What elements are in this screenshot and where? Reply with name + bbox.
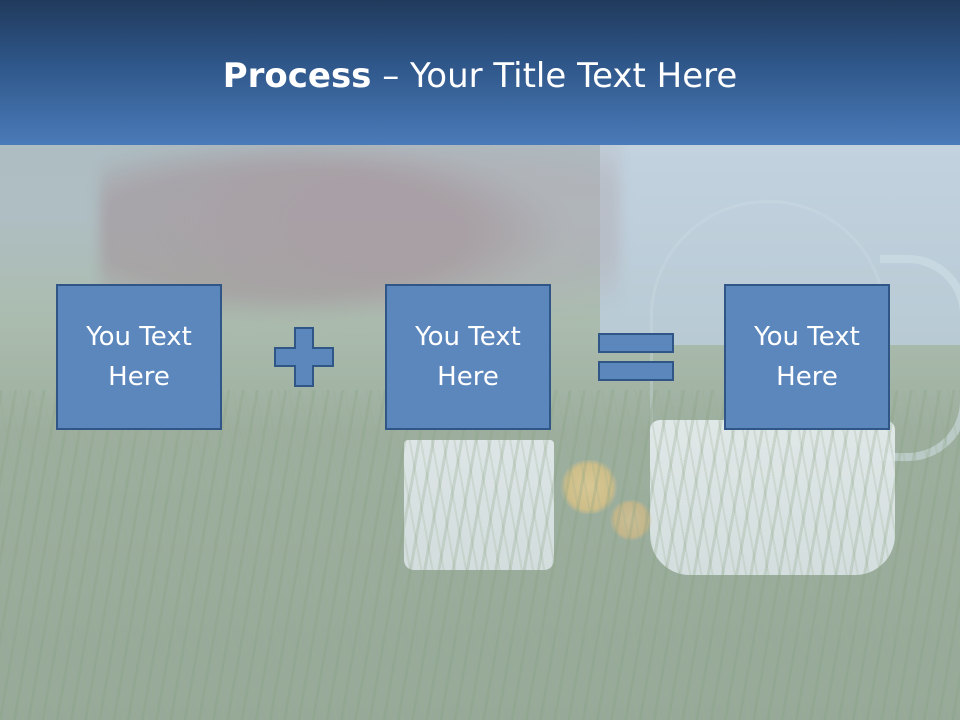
process-box-2[interactable]: You Text Here <box>385 284 551 430</box>
dandelion-flower <box>558 460 620 514</box>
process-box-line2: Here <box>437 362 499 392</box>
dandelion-flower <box>608 500 654 540</box>
process-box-line1: You Text <box>754 322 860 352</box>
equals-icon-bottom-bar[interactable] <box>598 361 674 381</box>
process-box-3[interactable]: You Text Here <box>724 284 890 430</box>
title-bar: Process – Your Title Text Here <box>0 0 960 145</box>
process-box-text: You Text Here <box>69 317 209 397</box>
process-box-text: You Text Here <box>398 317 538 397</box>
slide-title[interactable]: Process – Your Title Text Here <box>0 56 960 96</box>
slide-title-bold: Process <box>222 56 372 96</box>
milk-glass <box>404 440 554 570</box>
plus-icon[interactable] <box>274 327 334 387</box>
process-box-line2: Here <box>776 362 838 392</box>
slide-title-rest: – Your Title Text Here <box>371 56 738 96</box>
grass <box>0 390 960 720</box>
milk-jug-handle <box>880 255 960 461</box>
process-box-line1: You Text <box>86 322 192 352</box>
process-box-text: You Text Here <box>737 317 877 397</box>
equals-icon-top-bar[interactable] <box>598 333 674 353</box>
process-box-line1: You Text <box>415 322 521 352</box>
process-box-1[interactable]: You Text Here <box>56 284 222 430</box>
process-box-line2: Here <box>108 362 170 392</box>
milk-jug <box>650 420 895 575</box>
